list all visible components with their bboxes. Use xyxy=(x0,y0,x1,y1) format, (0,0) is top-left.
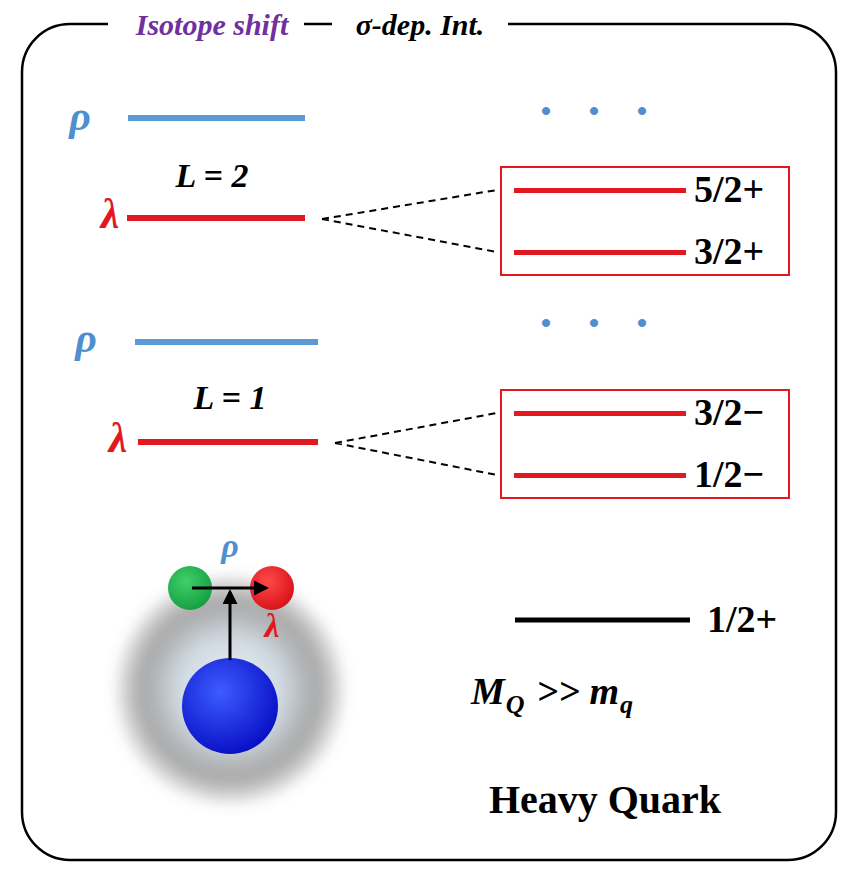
level-row: 1/2− xyxy=(514,453,778,497)
subscript: Q xyxy=(506,691,525,720)
outer-frame xyxy=(22,24,836,860)
mode-symbol: λ xyxy=(101,191,120,237)
splitting-line xyxy=(322,190,497,252)
level-line xyxy=(514,250,686,255)
mode-symbol: λ xyxy=(264,607,279,644)
baryon-halo xyxy=(112,572,348,808)
ground-level xyxy=(515,618,690,623)
mode-symbol: ρ xyxy=(75,315,97,361)
caption-text: Heavy Quark xyxy=(489,778,721,822)
title-part: Isotope shift xyxy=(136,8,289,41)
level-row: 3/2+ xyxy=(514,230,778,274)
state-label: 1/2+ xyxy=(707,599,777,641)
rho-arrow xyxy=(192,587,266,590)
title-part: σ-dep. Int. xyxy=(356,8,485,41)
mode-symbol: ρ xyxy=(221,527,239,564)
level-row: 3/2− xyxy=(514,391,778,435)
level-line xyxy=(514,188,686,193)
state-label: 1/2− xyxy=(694,453,764,497)
state-label: 5/2+ xyxy=(694,168,764,212)
lambda-level xyxy=(138,439,318,445)
mode-symbol: λ xyxy=(109,415,128,461)
rho-level xyxy=(128,115,305,121)
mass-relation: MQ>> mq xyxy=(470,671,633,713)
heavy-quark xyxy=(182,658,278,754)
rho-level xyxy=(135,339,318,345)
lambda-arrow xyxy=(229,592,232,660)
subscript: q xyxy=(620,691,633,720)
splitting-line xyxy=(335,413,497,475)
level-row: 5/2+ xyxy=(514,168,778,212)
title-dash xyxy=(304,23,332,26)
lambda-level xyxy=(127,215,305,221)
level-line xyxy=(514,473,686,478)
multiplet-box: 5/2+ 3/2+ xyxy=(500,166,790,276)
orbital-label: L = 2 xyxy=(176,157,249,194)
multiplet-box: 3/2− 1/2− xyxy=(500,389,790,499)
orbital-label: L = 1 xyxy=(194,379,267,416)
math-text: M xyxy=(471,671,505,713)
ellipsis: • • • xyxy=(541,94,648,127)
ellipsis: • • • xyxy=(541,306,648,339)
math-text: >> m xyxy=(537,671,619,713)
title-patch xyxy=(108,6,508,44)
state-label: 3/2+ xyxy=(694,230,764,274)
level-line xyxy=(514,411,686,416)
state-label: 3/2− xyxy=(694,391,764,435)
mode-symbol: ρ xyxy=(69,93,91,139)
